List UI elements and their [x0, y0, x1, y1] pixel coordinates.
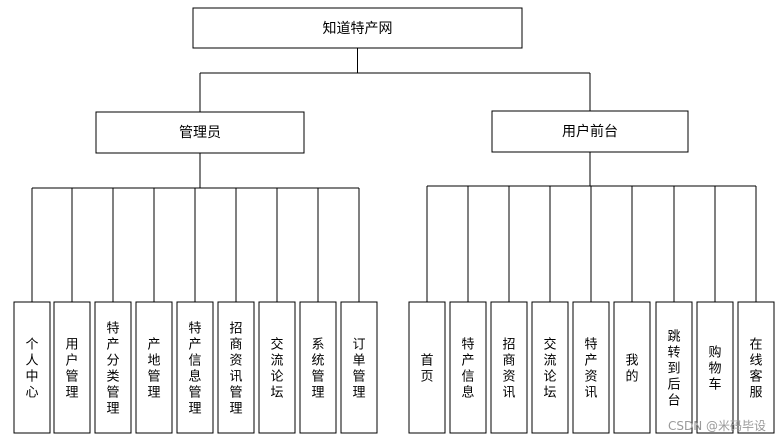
leaf-node-user-8: 在线客服: [737, 301, 775, 434]
leaf-node-user-1: 特产信息: [449, 301, 487, 434]
leaf-label: 交流论坛: [270, 337, 283, 401]
leaf-nodes: 个人中心 用户管理 特产分类管理 产地管理 特产信息管理 招商资讯管理 交流论坛 系统管理 订单…: [13, 301, 775, 434]
leaf-box: [696, 301, 734, 434]
leaf-label: 在线客服: [749, 338, 762, 401]
leaf-box: [340, 301, 378, 434]
leaf-node-admin-5: 招商资讯管理: [217, 301, 255, 434]
root-node-label: 知道特产网: [323, 20, 393, 37]
leaf-node-admin-8: 订单管理: [340, 301, 378, 434]
csdn-watermark: CSDN @米码毕设: [668, 419, 767, 433]
leaf-label: 招商资讯: [502, 338, 515, 401]
leaf-label: 系统管理: [311, 338, 324, 401]
leaf-label: 特产信息管理: [188, 322, 201, 417]
leaf-node-user-5: 我的: [613, 301, 651, 434]
leaf-node-admin-7: 系统管理: [299, 301, 337, 434]
leaf-label: 订单管理: [352, 338, 365, 401]
leaf-node-admin-1: 用户管理: [53, 301, 91, 434]
leaf-node-user-0: 首页: [408, 301, 446, 434]
leaf-node-user-4: 特产资讯: [572, 301, 610, 434]
leaf-node-user-7: 购物车: [696, 301, 734, 434]
leaf-node-admin-2: 特产分类管理: [94, 301, 132, 434]
leaf-label: 我的: [625, 354, 638, 385]
group-label-user: 用户前台: [562, 123, 618, 140]
leaf-label: 个人中心: [25, 338, 38, 401]
leaf-box: [449, 301, 487, 434]
leaf-label: 用户管理: [65, 338, 78, 401]
leaf-box: [408, 301, 446, 434]
leaf-node-user-2: 招商资讯: [490, 301, 528, 434]
leaf-label: 招商资讯管理: [229, 322, 242, 417]
leaf-label: 特产信息: [461, 338, 474, 401]
leaf-box: [135, 301, 173, 434]
leaf-box: [490, 301, 528, 434]
leaf-label: 交流论坛: [543, 337, 556, 401]
group-node-admin: 管理员: [95, 111, 305, 154]
leaf-node-user-3: 交流论坛: [531, 301, 569, 434]
connector-lines: [31, 48, 757, 302]
leaf-box: [176, 301, 214, 434]
group-label-admin: 管理员: [179, 125, 221, 141]
leaf-node-admin-0: 个人中心: [13, 301, 51, 434]
group-node-user: 用户前台: [491, 110, 689, 153]
leaf-box: [655, 301, 693, 434]
leaf-box: [613, 301, 651, 434]
leaf-box: [217, 301, 255, 434]
leaf-node-admin-4: 特产信息管理: [176, 301, 214, 434]
leaf-box: [53, 301, 91, 434]
leaf-box: [531, 301, 569, 434]
leaf-label: 产地管理: [147, 338, 160, 401]
leaf-box: [258, 301, 296, 434]
leaf-label: 购物车: [708, 345, 721, 393]
leaf-label: 特产资讯: [584, 338, 597, 401]
leaf-node-user-6: 跳转到后台: [655, 301, 693, 434]
leaf-box: [572, 301, 610, 434]
leaf-label: 跳转到后台: [667, 330, 680, 409]
leaf-box: [299, 301, 337, 434]
leaf-node-admin-6: 交流论坛: [258, 301, 296, 434]
leaf-label: 首页: [420, 354, 433, 385]
leaf-node-admin-3: 产地管理: [135, 301, 173, 434]
leaf-label: 特产分类管理: [106, 322, 119, 417]
leaf-box: [94, 301, 132, 434]
root-node: 知道特产网: [192, 7, 523, 49]
leaf-box: [13, 301, 51, 434]
leaf-box: [737, 301, 775, 434]
